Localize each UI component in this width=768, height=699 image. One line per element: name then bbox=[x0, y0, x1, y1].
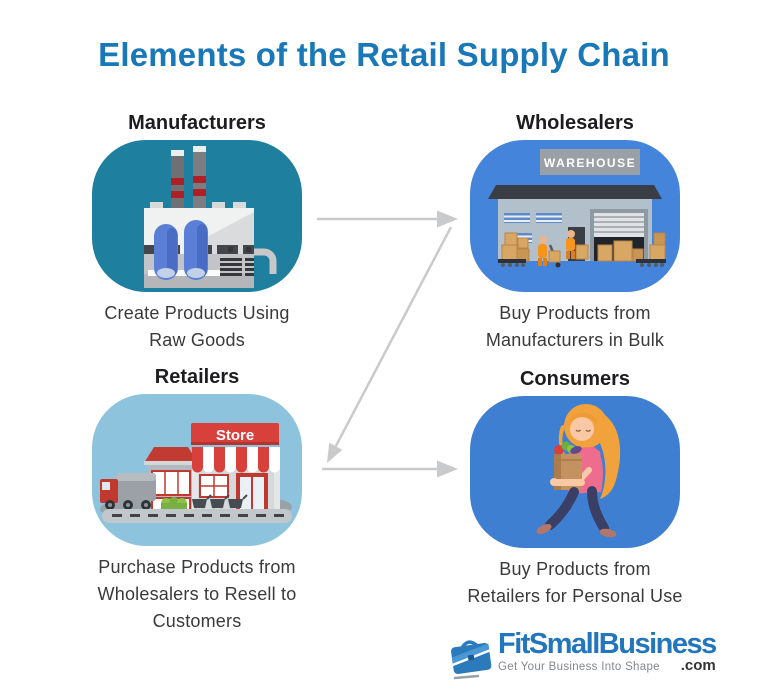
factory-vents bbox=[220, 247, 254, 276]
brand-tld: .com bbox=[680, 657, 716, 674]
manufacturers-heading: Manufacturers bbox=[128, 112, 266, 134]
arrow-wholesalers-to-retailers bbox=[327, 226, 453, 463]
warehouse-worker bbox=[538, 236, 561, 268]
warehouse-illustration: WAREHOUSE bbox=[488, 149, 666, 268]
factory-pipe bbox=[254, 248, 277, 274]
factory-roof-tabs bbox=[150, 202, 246, 209]
node-manufacturers: Manufacturers bbox=[67, 112, 327, 372]
manufacturers-caption: Create Products Using Raw Goods bbox=[104, 303, 290, 350]
arrow-retailers-to-consumers bbox=[322, 460, 458, 478]
warehouse-conveyor bbox=[498, 259, 666, 267]
page-title: Elements of the Retail Supply Chain bbox=[98, 36, 670, 73]
retailers-caption: Purchase Products from Wholesalers to Re… bbox=[97, 557, 297, 631]
retailers-tile: Store bbox=[92, 394, 302, 546]
store-sidewalk bbox=[102, 509, 292, 523]
smokestack-icons bbox=[171, 146, 206, 210]
store-awning bbox=[192, 447, 280, 473]
consumers-heading: Consumers bbox=[519, 368, 631, 390]
manufacturers-tile bbox=[92, 140, 302, 292]
store-illustration: Store bbox=[100, 423, 292, 523]
brand-name: FitSmallBusiness bbox=[498, 628, 717, 660]
woman-shopper-illustration bbox=[536, 404, 621, 538]
wholesalers-heading: Wholesalers bbox=[516, 112, 634, 134]
store-sign: Store bbox=[191, 423, 279, 445]
arrow-manufacturers-to-wholesalers bbox=[317, 210, 458, 228]
delivery-truck bbox=[100, 473, 156, 510]
wholesalers-tile: WAREHOUSE bbox=[470, 140, 680, 292]
brand-text-block: FitSmallBusiness Get Your Business Into … bbox=[498, 628, 717, 674]
node-wholesalers: Wholesalers WAREHOUSE bbox=[445, 112, 705, 372]
consumers-caption: Buy Products from Retailers for Personal… bbox=[467, 559, 683, 606]
node-consumers: Consumers bbox=[445, 368, 705, 628]
briefcase-icon bbox=[448, 631, 494, 683]
fitsmallbusiness-logo: FitSmallBusiness Get Your Business Into … bbox=[448, 628, 717, 683]
factory-illustration bbox=[144, 146, 277, 288]
warehouse-garage-door bbox=[590, 209, 648, 262]
store-sign-text: Store bbox=[216, 427, 254, 444]
store-door bbox=[234, 473, 270, 515]
wholesalers-caption: Buy Products from Manufacturers in Bulk bbox=[485, 303, 665, 350]
warehouse-worker bbox=[566, 230, 589, 260]
warehouse-sign bbox=[540, 149, 640, 175]
store-window bbox=[199, 474, 229, 498]
shopper-legs bbox=[536, 486, 617, 538]
node-retailers: Retailers bbox=[67, 366, 327, 653]
warehouse-boxes bbox=[501, 232, 666, 262]
consumers-tile bbox=[470, 396, 680, 548]
retailers-heading: Retailers bbox=[154, 366, 240, 388]
grocery-bag bbox=[550, 441, 585, 490]
shopper-face bbox=[570, 417, 594, 441]
warehouse-sign-text: WAREHOUSE bbox=[544, 156, 636, 170]
brand-tagline: Get Your Business Into Shape bbox=[498, 661, 660, 673]
factory-tanks bbox=[154, 220, 208, 280]
